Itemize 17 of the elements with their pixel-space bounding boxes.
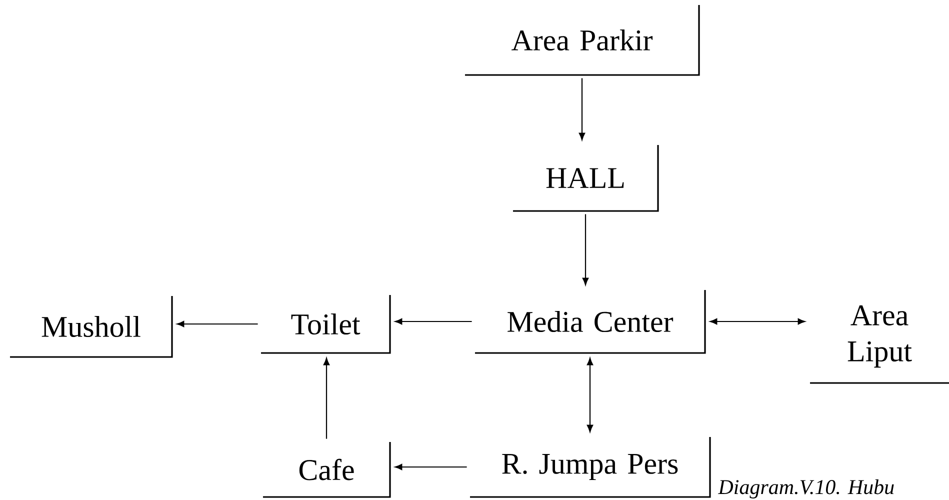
arrow	[394, 464, 467, 470]
arrow	[710, 318, 806, 325]
arrow	[394, 318, 472, 325]
arrow	[586, 358, 594, 432]
open-box: Area Liput	[810, 305, 949, 384]
caption: Diagram.V.10. Hubu	[718, 479, 894, 498]
open-box: Toilet	[261, 295, 391, 354]
open-box: Media Center	[475, 290, 706, 354]
open-box: Musholl	[10, 296, 173, 358]
arrow	[323, 358, 330, 439]
arrow	[578, 78, 586, 140]
open-box: Cafe	[263, 442, 391, 498]
arrow	[582, 214, 589, 286]
open-box: R. Jumpa Pers	[470, 437, 711, 498]
arrow	[176, 320, 258, 328]
open-box: HALL	[513, 145, 659, 212]
open-box: Area Parkir	[465, 5, 700, 76]
